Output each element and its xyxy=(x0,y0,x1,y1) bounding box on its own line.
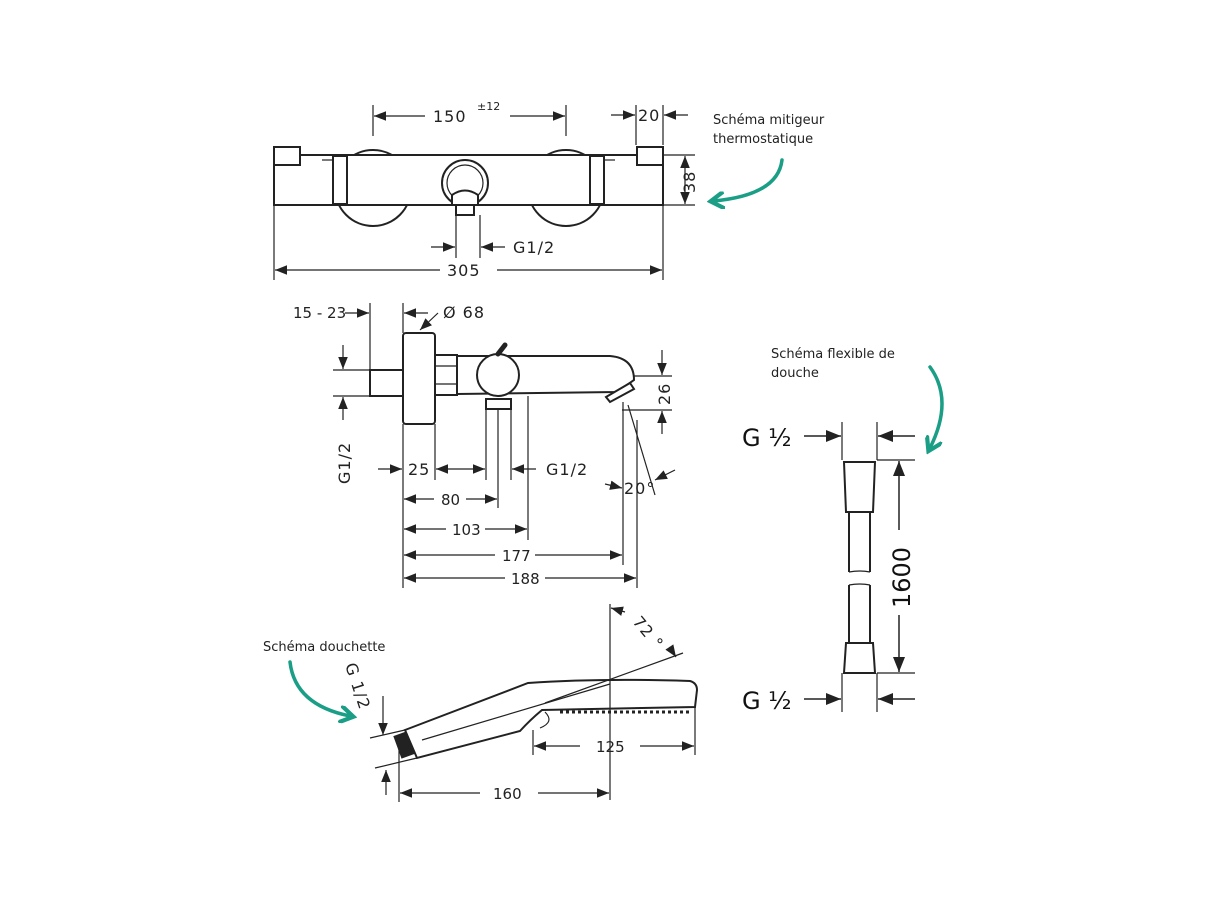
right-handle xyxy=(636,146,664,166)
dim-177: 177 xyxy=(502,547,531,565)
handshower-body xyxy=(403,678,699,760)
caption-thermostat-line1: Schéma mitigeur xyxy=(713,113,825,128)
left-handle xyxy=(273,146,301,166)
dim-103: 103 xyxy=(452,521,481,539)
dim-wall-range: 15 - 23 xyxy=(293,304,346,322)
hose-top-fitting xyxy=(842,461,877,513)
dim-80: 80 xyxy=(441,491,460,509)
dim-diameter: Ø 68 xyxy=(443,303,485,322)
diverter-knob xyxy=(476,353,520,397)
handshower-angle: 72 ° xyxy=(629,612,668,653)
handshower-thread xyxy=(393,731,415,759)
dim-angle: 20° xyxy=(624,479,655,498)
thermostat-top-view: 150 ±12 20 38 G1/2 305 xyxy=(273,100,699,280)
teal-arrow-icon xyxy=(288,660,350,716)
hose-top-thread: G ½ xyxy=(742,424,792,452)
dim-spout-height: 26 xyxy=(655,383,674,405)
aerator xyxy=(604,381,636,404)
handshower-head-length: 125 xyxy=(596,738,625,756)
wall-connector xyxy=(369,369,405,397)
outlet-nut xyxy=(485,398,512,410)
hose-length: 1600 xyxy=(888,547,916,608)
dim-inlet-thread: G1/2 xyxy=(335,442,354,484)
nut xyxy=(434,354,458,396)
hose-bottom-thread: G ½ xyxy=(742,687,792,715)
dim-25: 25 xyxy=(408,460,430,479)
handshower: G 1/2 72 ° 125 160 xyxy=(341,604,699,803)
dim-outlet-thread: G1/2 xyxy=(513,238,555,257)
dim-spacing: 150 xyxy=(433,107,467,126)
dim-188: 188 xyxy=(511,570,540,588)
shower-hose: G ½ 1600 G ½ xyxy=(742,422,916,715)
thermostat-side-view: 15 - 23 Ø 68 G1/2 26 25 xyxy=(293,303,676,588)
outlet-nipple xyxy=(455,204,475,216)
left-collar xyxy=(332,155,348,205)
caption-handshower: Schéma douchette xyxy=(263,640,385,655)
right-collar xyxy=(589,155,605,205)
dim-outlet-thread-side: G1/2 xyxy=(546,460,588,479)
teal-arrow-icon xyxy=(714,158,784,201)
caption-thermostat-line2: thermostatique xyxy=(713,132,813,147)
dim-tolerance: ±12 xyxy=(477,100,500,113)
handshower-thread-label: G 1/2 xyxy=(341,660,374,712)
dim-height: 38 xyxy=(680,171,699,193)
dim-end-width: 20 xyxy=(638,106,660,125)
caption-hose-line1: Schéma flexible de xyxy=(771,347,895,362)
handshower-handle-length: 160 xyxy=(493,785,522,803)
hose-bottom-fitting xyxy=(842,642,877,674)
wall-flange xyxy=(402,332,436,425)
caption-hose-line2: douche xyxy=(771,366,819,381)
dim-total-width: 305 xyxy=(447,261,481,280)
teal-arrow-icon xyxy=(930,365,944,448)
